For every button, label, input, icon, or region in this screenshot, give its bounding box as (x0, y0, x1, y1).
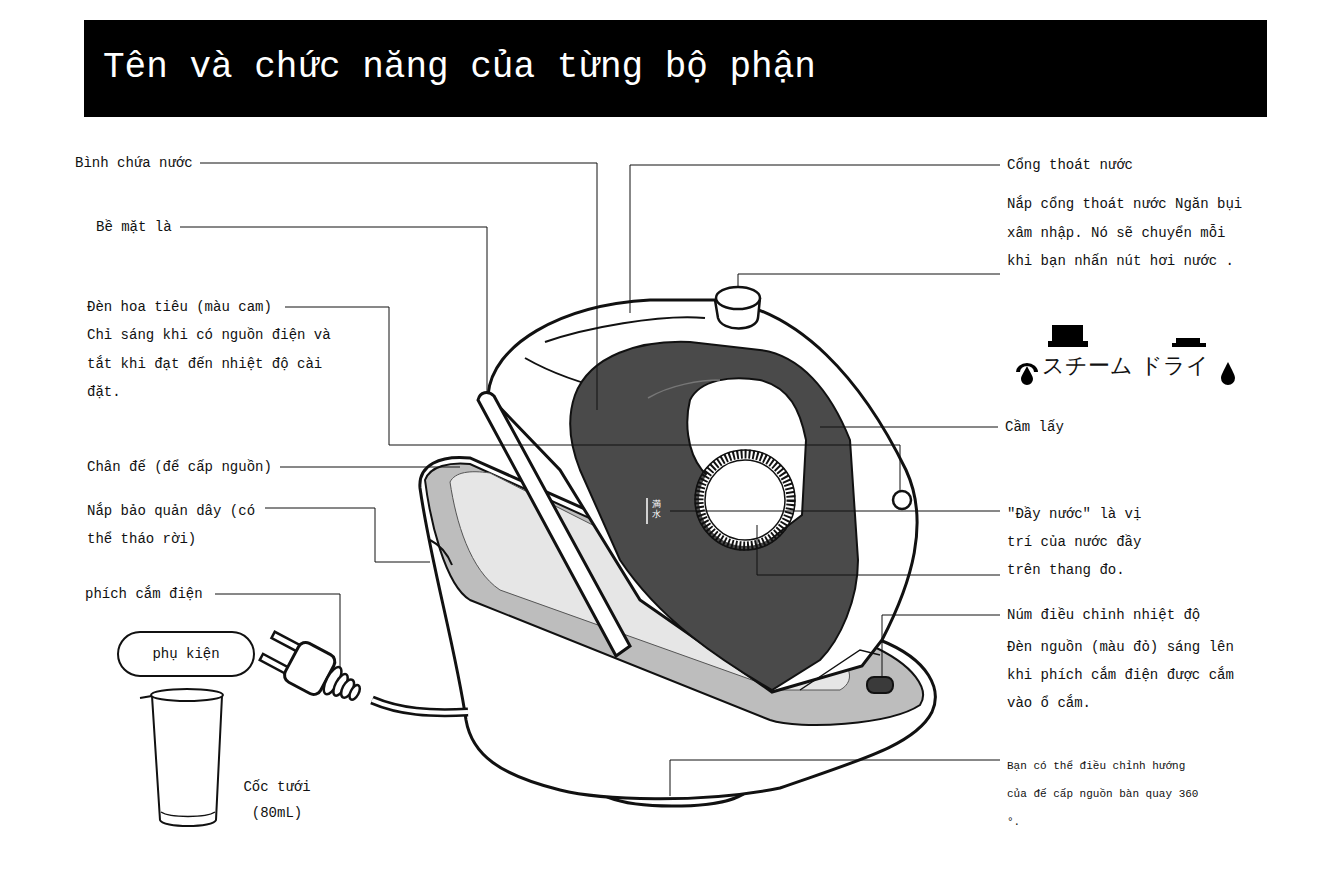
part-label: Bình chứa nước (75, 153, 193, 173)
dial-rim (695, 450, 795, 550)
cord (372, 700, 468, 713)
part-note: Bạn có thể điều chỉnh hướng của đế cấp n… (1007, 752, 1207, 836)
accessory-box: phụ kiện (117, 631, 255, 677)
full-mark (646, 498, 648, 524)
pilot-lamp (893, 491, 911, 509)
cord-inner (372, 700, 468, 713)
part-note: "Đầy nước" là vị trí của nước đầy trên t… (1007, 500, 1162, 584)
dry-position-mark (1172, 338, 1206, 347)
body-ridge (545, 317, 705, 342)
power-plug (257, 626, 369, 713)
part-label: Nắp bảo quản dây (có thể tháo rời) (87, 497, 277, 553)
base-detail (800, 650, 880, 690)
part-label: Bề mặt là (96, 217, 172, 237)
power-lamp (867, 677, 893, 693)
measuring-cup (140, 696, 222, 826)
dial-knurl (699, 454, 791, 546)
steam-position-mark (1048, 325, 1088, 347)
part-label: Cầm lấy (1005, 417, 1064, 437)
title-bar (84, 20, 1267, 117)
part-label: Chân đế (để cấp nguồn) (87, 457, 272, 477)
title-text: Tên và chức năng của từng bộ phận (103, 45, 816, 91)
part-note: Đèn nguồn (màu đỏ) sáng lên khi phích cắ… (1007, 633, 1252, 717)
cord-cover (430, 540, 452, 565)
scale-mark: 満水 (652, 500, 661, 520)
dry-drop (1221, 362, 1235, 385)
iron-body (488, 300, 917, 692)
steam-button-top (716, 287, 760, 309)
cup-rim (151, 689, 223, 701)
steam-drop (1021, 366, 1033, 385)
part-label: phích cắm điện (85, 584, 203, 604)
tank-line (648, 380, 720, 398)
part-note: Chỉ sáng khi có nguồn điện và tắt khi đạ… (87, 321, 357, 407)
mode-label: ドライ (1140, 352, 1209, 380)
part-label: Núm điều chỉnh nhiệt độ (1007, 605, 1200, 625)
part-label: Đèn hoa tiêu (màu cam) (87, 297, 272, 317)
part-note: Nắp cổng thoát nước Ngăn bụi xâm nhập. N… (1007, 190, 1247, 276)
part-label: Cổng thoát nước (1007, 155, 1133, 175)
cup-base (161, 812, 215, 817)
mode-label: スチーム (1042, 352, 1133, 380)
temperature-dial (705, 460, 785, 540)
water-tank (570, 342, 858, 690)
part-label: Cốc tưới (80mL) (232, 774, 322, 826)
box-text: phụ kiện (152, 646, 219, 662)
leader-lines (180, 163, 1000, 796)
